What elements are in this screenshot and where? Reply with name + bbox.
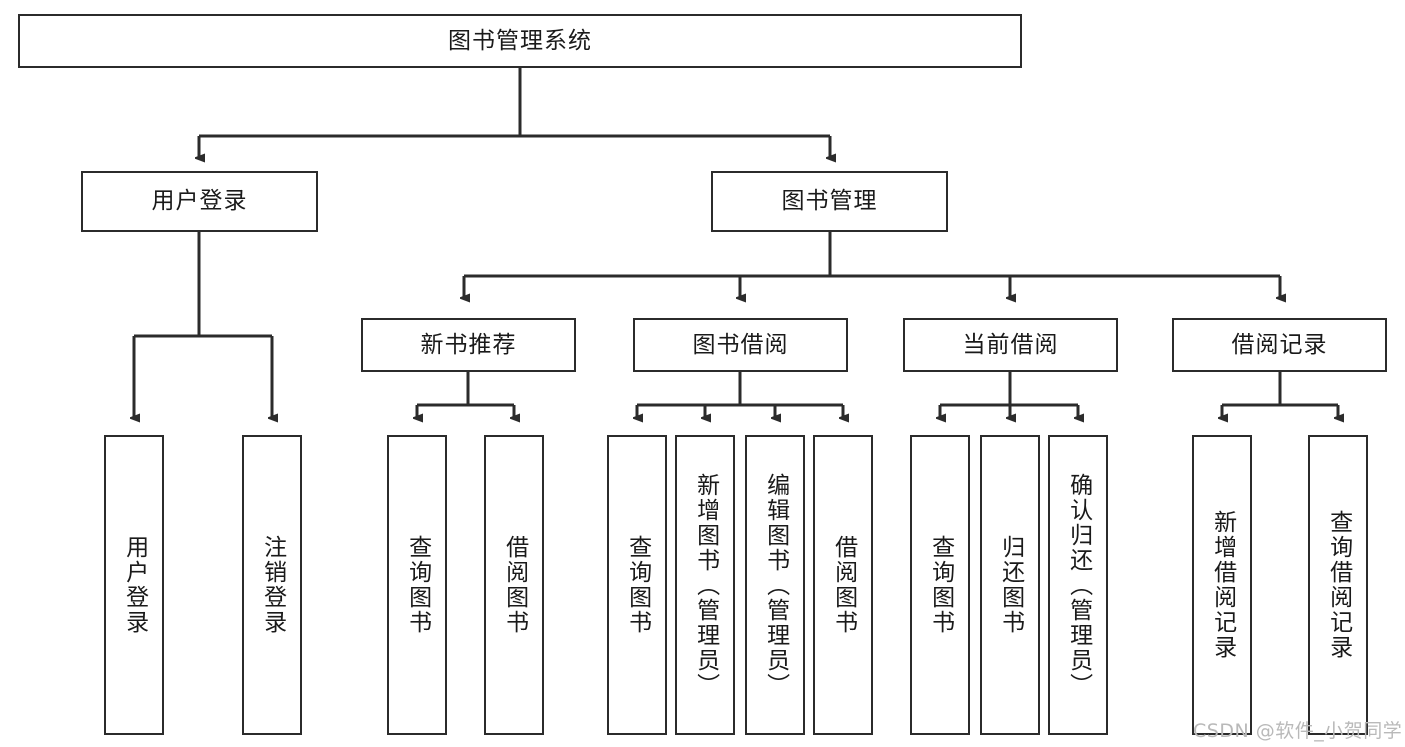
node-label: 当前借阅 xyxy=(962,331,1059,358)
node-label: 查询借阅记录 xyxy=(1325,510,1352,660)
leaf-borrow-record-add-record[interactable]: 新增借阅记录 xyxy=(1192,435,1252,735)
node-label: 借阅图书 xyxy=(830,535,857,635)
node-user-login[interactable]: 用户登录 xyxy=(81,171,318,232)
node-label: 图书管理 xyxy=(781,188,878,214)
node-label: 用户登录 xyxy=(151,188,248,214)
node-label: 借阅图书 xyxy=(501,535,528,635)
leaf-new-book-borrow-book[interactable]: 借阅图书 xyxy=(484,435,544,735)
leaf-user-login-logout[interactable]: 注销登录 xyxy=(242,435,302,735)
leaf-book-borrow-edit-book-admin[interactable]: 编辑图书（管理员） xyxy=(745,435,805,735)
node-book-borrow[interactable]: 图书借阅 xyxy=(633,318,848,372)
leaf-book-borrow-borrow-book[interactable]: 借阅图书 xyxy=(813,435,873,735)
leaf-user-login-login[interactable]: 用户登录 xyxy=(104,435,164,735)
node-root-book-management-system[interactable]: 图书管理系统 xyxy=(18,14,1022,68)
node-label: 新书推荐 xyxy=(420,331,517,358)
node-label: 新增图书（管理员） xyxy=(692,472,719,698)
node-label: 查询图书 xyxy=(624,535,651,635)
node-label: 编辑图书（管理员） xyxy=(762,472,789,698)
node-label: 借阅记录 xyxy=(1231,331,1328,358)
leaf-borrow-record-query-record[interactable]: 查询借阅记录 xyxy=(1308,435,1368,735)
leaf-current-borrow-confirm-return-admin[interactable]: 确认归还（管理员） xyxy=(1048,435,1108,735)
leaf-current-borrow-return-book[interactable]: 归还图书 xyxy=(980,435,1040,735)
node-label: 图书管理系统 xyxy=(448,27,592,54)
leaf-book-borrow-query-book[interactable]: 查询图书 xyxy=(607,435,667,735)
node-label: 确认归还（管理员） xyxy=(1065,472,1092,698)
node-current-borrow[interactable]: 当前借阅 xyxy=(903,318,1118,372)
node-label: 查询图书 xyxy=(927,535,954,635)
node-label: 注销登录 xyxy=(259,535,286,635)
node-borrow-record[interactable]: 借阅记录 xyxy=(1172,318,1387,372)
leaf-book-borrow-add-book-admin[interactable]: 新增图书（管理员） xyxy=(675,435,735,735)
node-new-book-recommend[interactable]: 新书推荐 xyxy=(361,318,576,372)
node-label: 图书借阅 xyxy=(692,331,789,358)
node-label: 用户登录 xyxy=(121,535,148,635)
node-label: 查询图书 xyxy=(404,535,431,635)
node-book-management[interactable]: 图书管理 xyxy=(711,171,948,232)
node-label: 归还图书 xyxy=(997,535,1024,635)
leaf-current-borrow-query-book[interactable]: 查询图书 xyxy=(910,435,970,735)
node-label: 新增借阅记录 xyxy=(1209,510,1236,660)
leaf-new-book-query-book[interactable]: 查询图书 xyxy=(387,435,447,735)
